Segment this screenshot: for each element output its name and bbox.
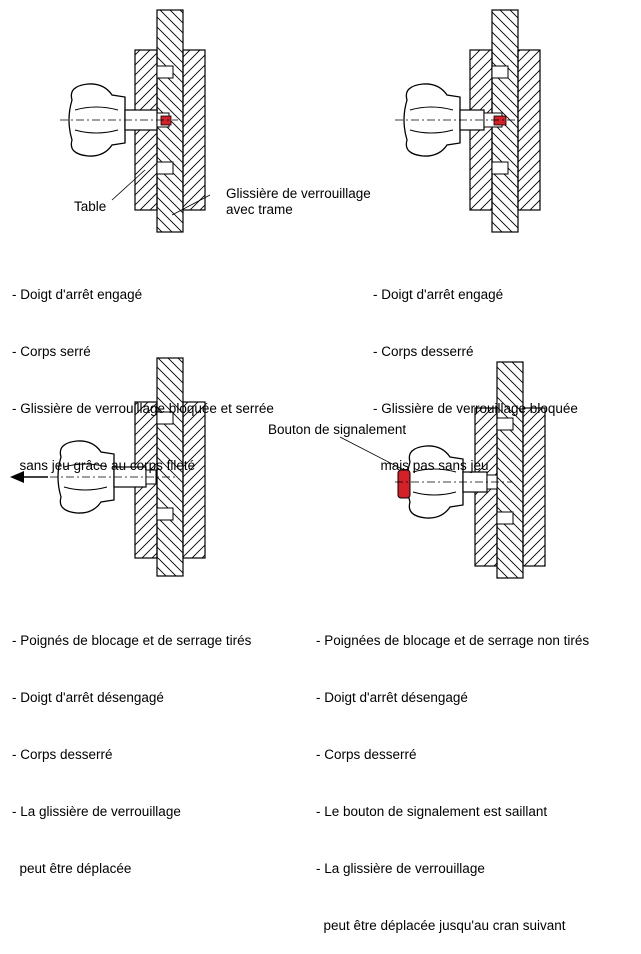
label-table: Table <box>74 199 107 214</box>
caption-line: - Le bouton de signalement est saillant <box>316 804 548 819</box>
caption-bottom-left: - Poignés de blocage et de serrage tirés… <box>12 593 251 897</box>
caption-line: - La glissière de verrouillage <box>12 804 181 819</box>
caption-line: - Glissière de verrouillage bloquée et s… <box>12 401 274 416</box>
caption-line: - Corps desserré <box>316 747 417 762</box>
caption-line: - La glissière de verrouillage <box>316 861 485 876</box>
pull-arrow-head <box>10 471 24 483</box>
caption-line: - Doigt d'arrêt désengagé <box>12 690 164 705</box>
caption-line: - Corps desserré <box>373 344 474 359</box>
caption-line: - Doigt d'arrêt engagé <box>12 287 143 302</box>
caption-line: sans jeu grâce au corps fileté <box>12 458 196 473</box>
caption-bottom-right: - Poignées de blocage et de serrage non … <box>316 593 589 954</box>
caption-line: - Poignées de blocage et de serrage non … <box>316 633 590 648</box>
caption-line: mais pas sans jeu <box>373 458 489 473</box>
panel-disengaged-pulled <box>10 357 206 577</box>
caption-line: - Corps desserré <box>12 747 113 762</box>
caption-line: - Corps serré <box>12 344 91 359</box>
label-bouton: Bouton de signalement <box>268 422 407 437</box>
caption-line: peut être déplacée jusqu'au cran suivant <box>316 918 566 933</box>
indicator-pin <box>160 115 172 126</box>
panel-disengaged-not-pulled <box>339 361 546 579</box>
rear-plate <box>182 49 206 211</box>
caption-top-left: - Doigt d'arrêt engagé - Corps serré - G… <box>12 247 274 494</box>
mechanism-diagram <box>10 9 546 579</box>
caption-line: - Glissière de verrouillage bloquée <box>373 401 578 416</box>
panel-engaged-clamped <box>60 9 211 233</box>
caption-top-right: - Doigt d'arrêt engagé - Corps desserré … <box>373 247 578 494</box>
caption-line: - Poignés de blocage et de serrage tirés <box>12 633 252 648</box>
caption-line: - Doigt d'arrêt désengagé <box>316 690 468 705</box>
caption-line: peut être déplacée <box>12 861 132 876</box>
panel-engaged-loose <box>395 9 541 233</box>
label-glissiere: Glissière de verrouillage avec trame <box>226 186 371 217</box>
caption-line: - Doigt d'arrêt engagé <box>373 287 504 302</box>
